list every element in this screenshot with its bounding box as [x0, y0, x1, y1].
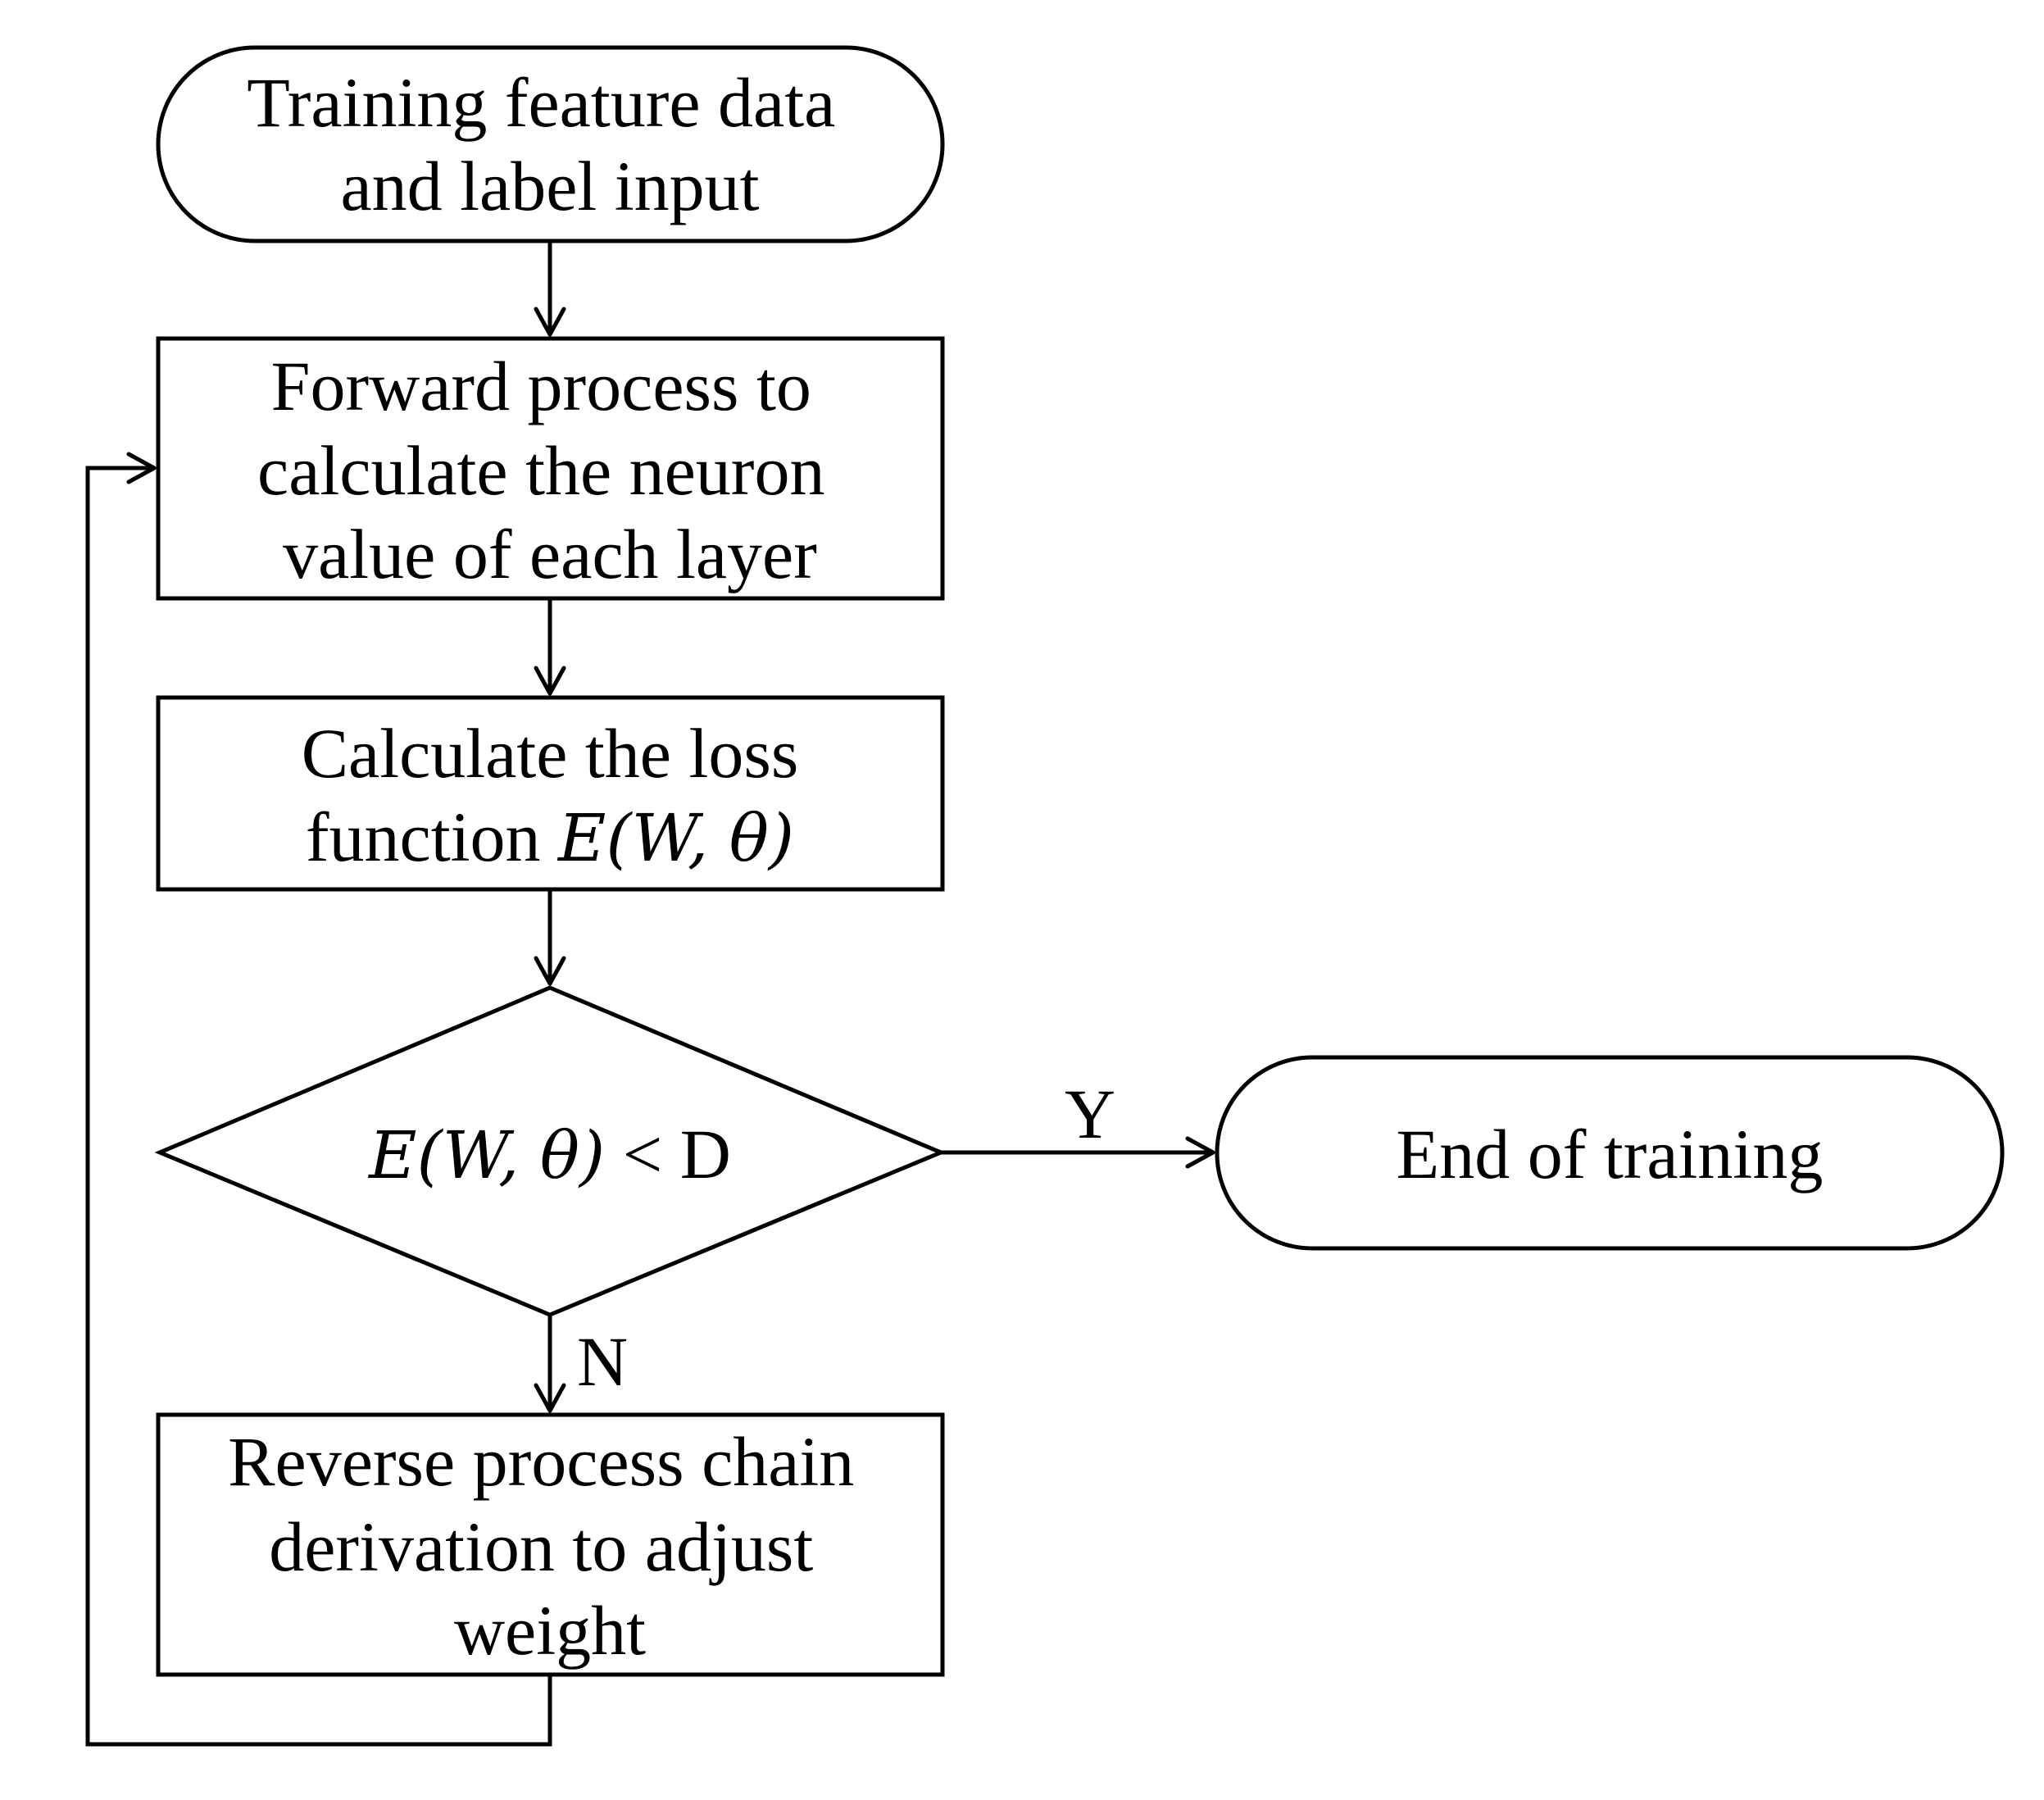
decision-operator: < D [605, 1115, 731, 1193]
yes-label: Y [1065, 1075, 1115, 1153]
svg-text:Forward process to calcu: Forward process to calculate the neuron … [257, 347, 843, 593]
reverse-node: Reverse process chain derivation to adju… [156, 1412, 945, 1677]
arrow-no-to-reverse: N [534, 1315, 628, 1413]
svg-text:Reverse process chain de: Reverse process chain derivation to adju… [228, 1422, 872, 1670]
reverse-line-2: derivation to adjust [269, 1507, 813, 1586]
arrow-yes-to-end: Y [941, 1075, 1215, 1169]
start-line-1: Training feature data [247, 63, 835, 142]
end-label: End of training [1397, 1115, 1824, 1193]
start-node: Training feature data and label input [156, 45, 945, 243]
loss-line-1: Calculate the loss [302, 714, 799, 793]
decision-math: E(W, θ) [367, 1117, 605, 1193]
arrow-loop-back-to-forward [85, 452, 552, 1747]
forward-line-1: Forward process to [271, 347, 811, 425]
decision-node: E(W, θ) < D [154, 985, 947, 1317]
arrow-loss-to-decision [534, 889, 566, 986]
reverse-line-1: Reverse process chain [228, 1422, 854, 1501]
loss-math: E(W, θ) [556, 800, 794, 876]
svg-text:Training feature data an: Training feature data and label input [247, 63, 853, 225]
forward-node: Forward process to calculate the neuron … [156, 336, 945, 601]
forward-line-2: calculate the neuron [257, 431, 824, 510]
forward-line-3: value of each layer [283, 515, 817, 593]
decision-condition: E(W, θ) < D [367, 1115, 731, 1193]
no-label: N [577, 1322, 628, 1401]
loss-line-2-prefix: function [306, 798, 558, 876]
loss-node: Calculate the loss function E(W, θ) [156, 695, 945, 892]
start-line-2: and label input [340, 147, 759, 225]
arrow-forward-to-loss [534, 598, 566, 696]
arrow-start-to-forward [534, 241, 566, 337]
reverse-line-3: weight [454, 1591, 646, 1670]
loss-line-2: function E(W, θ) [306, 798, 794, 876]
end-node: End of training [1215, 1055, 2005, 1251]
